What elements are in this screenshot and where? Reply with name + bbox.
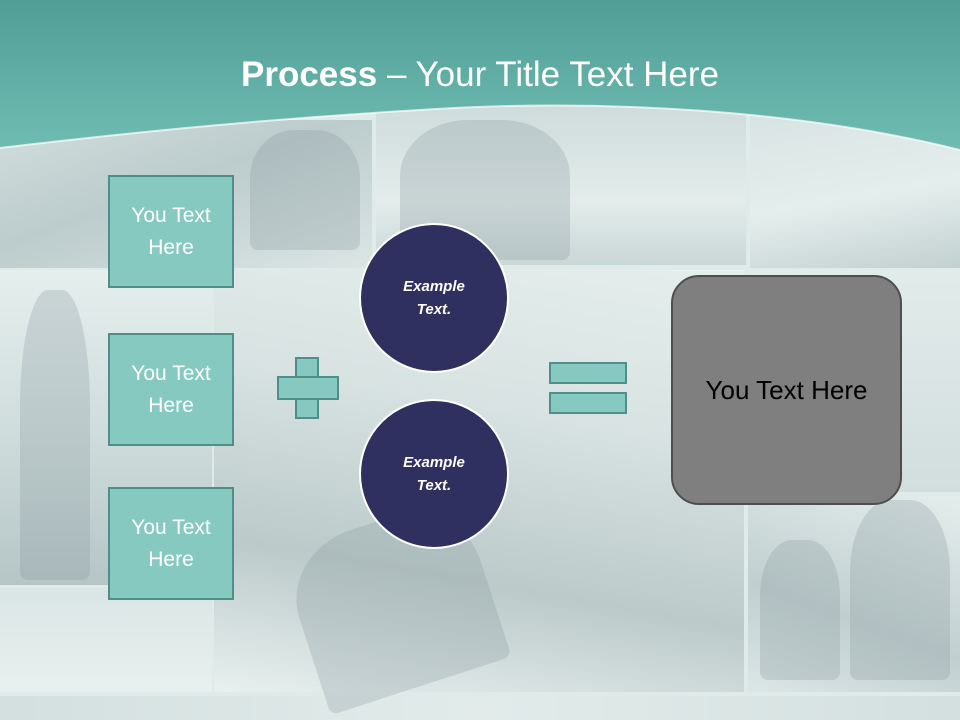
background-photo (748, 496, 960, 692)
text-box-label: You Text Here (131, 203, 211, 259)
text-box-label: You Text Here (131, 515, 211, 571)
example-circle-2[interactable]: Example Text. (359, 399, 509, 549)
title-banner (0, 0, 960, 151)
example-circle-1[interactable]: Example Text. (359, 223, 509, 373)
result-label: You Text Here (705, 374, 868, 405)
title-dash: – (377, 55, 416, 94)
text-box-label: You Text Here (131, 361, 211, 417)
person-silhouette (850, 500, 950, 680)
text-box-2[interactable]: You Text Here (108, 333, 234, 446)
text-box-3[interactable]: You Text Here (108, 487, 234, 600)
title-bold: Process (241, 55, 378, 94)
title-rest: Your Title Text Here (415, 55, 720, 94)
circle-label: Example Text. (403, 454, 465, 494)
page-title: Process – Your Title Text Here (0, 54, 960, 96)
person-silhouette (20, 290, 90, 580)
background-photo (0, 696, 960, 720)
person-silhouette (250, 130, 360, 250)
result-box[interactable]: You Text Here (671, 275, 902, 505)
circle-label: Example Text. (403, 278, 465, 318)
background-photo (0, 588, 212, 692)
text-box-1[interactable]: You Text Here (108, 175, 234, 288)
person-silhouette (760, 540, 840, 680)
